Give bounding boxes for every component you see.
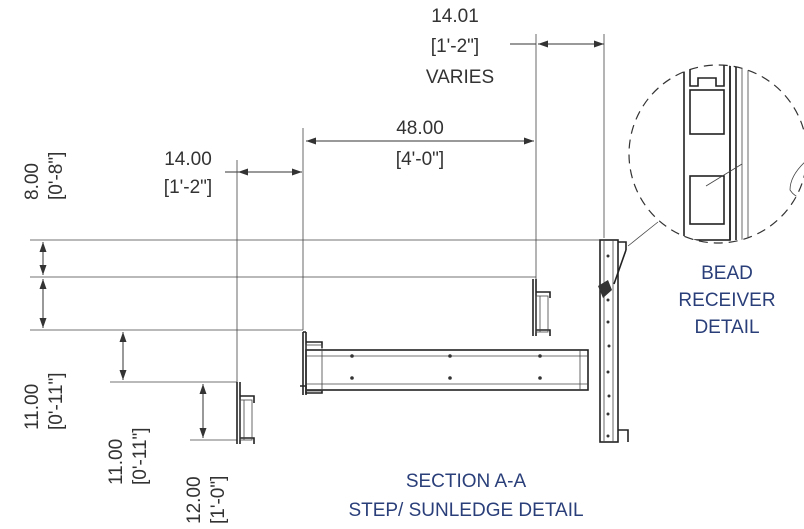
- beam-fastener: [448, 376, 452, 380]
- upper-bracket-bottom-tab: [536, 329, 551, 336]
- beam-fastener: [538, 376, 542, 380]
- post-fastener: [606, 298, 610, 302]
- dim-left-offset-imperial: [1'-2"]: [164, 177, 212, 198]
- right-post: [598, 239, 629, 443]
- detail-label-line1: BEAD: [701, 263, 753, 284]
- detail-profile-cell-low: [689, 175, 725, 225]
- dim-left-height-value: 8.00: [22, 163, 43, 200]
- dim-left-height: 8.00 [0'-8"]: [22, 152, 67, 200]
- right-post-bottom-cap: [618, 429, 629, 442]
- post-fastener: [606, 320, 610, 324]
- section-title-line2: STEP/ SUNLEDGE DETAIL: [348, 500, 583, 521]
- dim-top-right: 14.01 [1'-2"] VARIES: [426, 6, 494, 88]
- dim-left-rise-a-imperial: [0'-11"]: [46, 372, 67, 430]
- dim-main-span-imperial: [4'-0"]: [396, 149, 444, 170]
- main-beam: [305, 349, 589, 391]
- dim-top-right-note: VARIES: [426, 67, 494, 88]
- dim-main-span: 48.00 [4'-0"]: [396, 118, 444, 170]
- post-fastener: [606, 412, 610, 416]
- dim-left-rise-b-imperial: [0'-11"]: [130, 427, 151, 485]
- upper-bracket-top-tab: [536, 291, 551, 298]
- beam-fastener: [350, 376, 354, 380]
- detail-curve: [789, 159, 804, 201]
- step-bracket-bottom-tab: [240, 437, 255, 444]
- post-fastener: [606, 434, 610, 438]
- detail-bead: [705, 163, 743, 187]
- post-fastener: [607, 394, 611, 398]
- step-bracket-top-tab: [240, 395, 255, 403]
- upper-bracket-post: [532, 279, 537, 336]
- horizontal-dimension-lines: [225, 40, 604, 176]
- step-bracket-plate: [239, 399, 253, 441]
- post-fastener: [606, 370, 610, 374]
- step-bracket: [236, 382, 255, 444]
- detail-label-line2: RECEIVER: [678, 290, 775, 311]
- level-lines: [30, 239, 606, 441]
- detail-profile-cell-mid: [689, 89, 725, 135]
- dim-left-offset-value: 14.00: [164, 149, 212, 170]
- dim-step-rise-imperial: [1'-0"]: [208, 476, 229, 524]
- post-fastener: [606, 254, 610, 258]
- detail-circle: [628, 64, 804, 244]
- beam-left-bracket: [300, 331, 323, 395]
- dim-left-rise-a-value: 11.00: [22, 384, 43, 430]
- dim-left-rise-a: 11.00 [0'-11"]: [22, 372, 67, 430]
- dim-step-rise: 12.00 [1'-0"]: [184, 476, 229, 524]
- bead-receiver-marker: [598, 280, 612, 298]
- detail-leader: [627, 221, 659, 247]
- beam-fastener: [538, 354, 542, 358]
- beam-fastener: [448, 354, 452, 358]
- detail-label-line3: DETAIL: [694, 317, 759, 338]
- detail-profile-top-channel: [689, 65, 725, 87]
- dim-left-rise-b: 11.00 [0'-11"]: [106, 427, 151, 485]
- right-post-top-cap: [618, 241, 627, 250]
- beam-bracket-plate: [305, 344, 323, 392]
- beam-fastener: [350, 354, 354, 358]
- right-post-body: [599, 239, 619, 443]
- vertical-dimension-lines: [39, 242, 207, 438]
- dim-top-right-imperial: [1'-2"]: [431, 36, 479, 57]
- detail-label: BEAD RECEIVER DETAIL: [678, 263, 775, 338]
- bead-receiver-detail: [628, 64, 804, 244]
- section-title-line1: SECTION A-A: [406, 471, 527, 492]
- upper-bracket: [532, 279, 551, 336]
- detail-profile-outer: [683, 65, 731, 241]
- vertical-extension-lines: [236, 34, 605, 382]
- right-post-bead-leg: [613, 249, 627, 285]
- section-title: SECTION A-A STEP/ SUNLEDGE DETAIL: [348, 471, 583, 521]
- dim-top-right-value: 14.01: [431, 6, 479, 27]
- step-bracket-post: [236, 382, 241, 444]
- dim-left-offset: 14.00 [1'-2"]: [164, 149, 212, 198]
- post-fastener: [607, 344, 611, 348]
- dim-left-height-imperial: [0'-8"]: [46, 152, 67, 200]
- dim-main-span-value: 48.00: [396, 118, 444, 139]
- dim-step-rise-value: 12.00: [184, 476, 205, 524]
- dim-left-rise-b-value: 11.00: [106, 439, 127, 485]
- upper-bracket-plate: [535, 295, 549, 333]
- beam-bracket-bottom-tab: [300, 385, 323, 394]
